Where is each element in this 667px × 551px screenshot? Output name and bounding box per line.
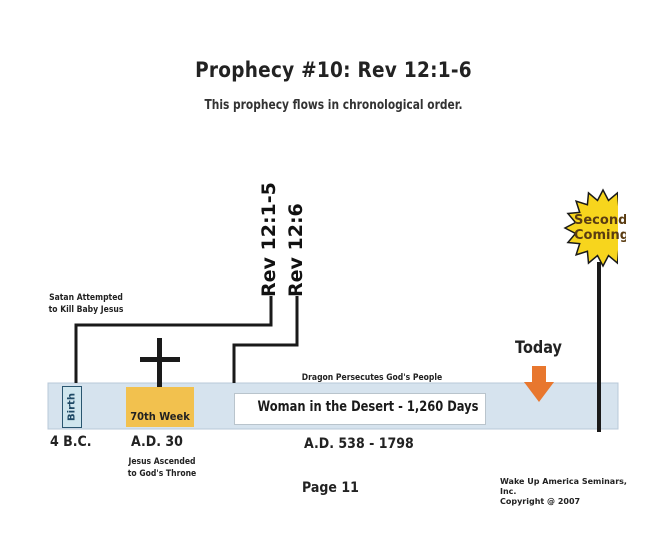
- date-4-bc: 4 B.C.: [50, 434, 92, 450]
- dragon-note: Dragon Persecutes God's People: [301, 373, 443, 383]
- desert-label: Woman in the Desert - 1,260 Days: [257, 399, 479, 415]
- date-period: A.D. 538 - 1798: [304, 436, 414, 452]
- cross-icon: [140, 338, 180, 424]
- date-ad-30: A.D. 30: [131, 434, 183, 450]
- satan-note: Satan Attempted to Kill Baby Jesus: [45, 292, 127, 316]
- ascension-note: Jesus Ascended to God's Throne: [123, 456, 201, 480]
- right-margin-mask: [618, 180, 667, 280]
- second-coming-line: [597, 262, 601, 432]
- copyright-line1: Wake Up America Seminars, Inc.: [500, 477, 627, 496]
- connector-rev-12-1-5: [74, 296, 273, 383]
- birth-label: Birth: [66, 393, 78, 421]
- desert-box: Woman in the Desert - 1,260 Days: [234, 393, 486, 425]
- today-label: Today: [515, 338, 562, 358]
- second-coming-label: Second Coming: [574, 213, 626, 243]
- reference-rev-12-1-5: Rev 12:1-5: [258, 182, 280, 297]
- page-title: Prophecy #10: Rev 12:1-6: [195, 58, 472, 82]
- birth-box: Birth: [62, 386, 82, 428]
- connector-rev-12-6: [232, 296, 299, 383]
- copyright-line2: Copyright @ 2007: [500, 497, 581, 506]
- page-label: Page 11: [302, 480, 359, 496]
- seventieth-week-label: 70th Week: [130, 410, 190, 423]
- page-subtitle: This prophecy flows in chronological ord…: [204, 98, 463, 113]
- reference-rev-12-6: Rev 12:6: [285, 203, 307, 297]
- satan-note-text: Satan Attempted to Kill Baby Jesus: [48, 293, 124, 315]
- copyright: Wake Up America Seminars, Inc. Copyright…: [500, 477, 630, 507]
- seventieth-week-box: 70th Week: [126, 387, 194, 427]
- down-arrow-icon: [524, 366, 554, 402]
- ascension-note-text: Jesus Ascended to God's Throne: [127, 457, 197, 479]
